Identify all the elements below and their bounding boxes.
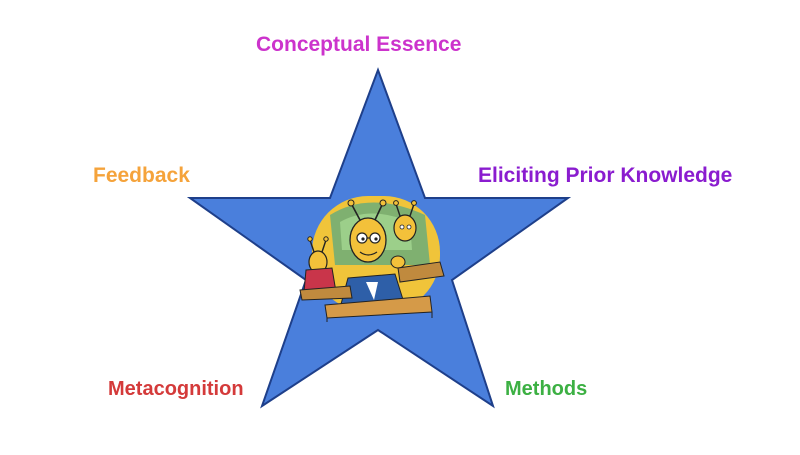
label-eliciting-prior-knowledge: Eliciting Prior Knowledge bbox=[478, 164, 733, 187]
cartoon-ant-students-icon bbox=[299, 196, 445, 322]
label-metacognition: Metacognition bbox=[108, 378, 244, 400]
label-feedback: Feedback bbox=[93, 164, 190, 187]
label-methods: Methods bbox=[505, 378, 588, 400]
label-conceptual-essence: Conceptual Essence bbox=[256, 33, 462, 56]
